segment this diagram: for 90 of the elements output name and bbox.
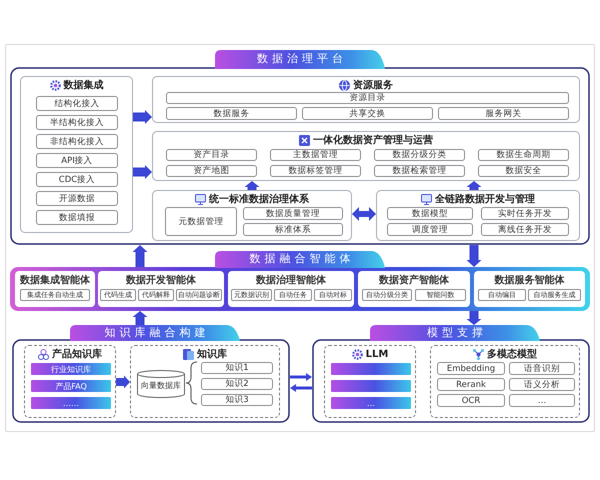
gradient-bar: [331, 380, 411, 392]
arrow: [466, 311, 482, 325]
section-panel: [312, 325, 590, 423]
item-box: 实时任务开发: [481, 207, 569, 220]
card-title: 数据治理智能体: [256, 274, 326, 287]
group-heading: 资源服务: [353, 79, 393, 92]
arrow: [466, 181, 482, 190]
database-cylinder: 向量数据库: [137, 370, 185, 398]
arrow: [290, 384, 312, 392]
group-heading: 一体化数据资产管理与运营: [313, 134, 433, 147]
tab-title: 模型支撑: [426, 325, 487, 340]
item-box: Rerank: [437, 378, 505, 391]
item-box: 非结构化接入: [36, 134, 118, 149]
card-title: 数据开发智能体: [126, 274, 196, 287]
group-box: [20, 76, 133, 233]
arrow: [132, 245, 148, 267]
tab-title: 数据治理平台: [256, 51, 347, 67]
item-box: CDC接入: [36, 172, 118, 187]
item-box: 元数据管理: [165, 207, 237, 236]
dashed-group-box: [430, 345, 580, 418]
arrow: [116, 376, 130, 388]
item-box: 服务网关: [438, 107, 569, 120]
item-box: 资产地图: [166, 165, 257, 177]
item-box: 数据标签管理: [270, 165, 361, 177]
group-heading: LLM: [366, 348, 388, 361]
item-box: 结构化接入: [36, 96, 118, 111]
item-box: 语义分析: [509, 378, 575, 391]
dashed-group-box: [130, 345, 280, 418]
item-box: 离线任务开发: [481, 223, 569, 236]
item-box: 数据安全: [478, 165, 569, 177]
arrow: [290, 373, 312, 381]
item-box: 语音识别: [509, 362, 575, 375]
agent-card: [474, 271, 585, 307]
arrow: [244, 181, 260, 190]
group-box: [152, 76, 580, 123]
group-heading: 多模态模型: [487, 348, 537, 361]
section-panel: [12, 325, 290, 423]
gradient-bar: [331, 363, 411, 375]
item-box: 数据生命周期: [478, 149, 569, 161]
agent-card: [358, 271, 470, 307]
card-title: 数据资产智能体: [379, 274, 449, 287]
item-box: 数据服务: [166, 107, 297, 120]
item-box: 标准体系: [243, 223, 343, 236]
gradient-bar: 行业知识库: [31, 363, 111, 375]
gradient-bar: ……: [31, 397, 111, 409]
item-box: 半结构化接入: [36, 115, 118, 130]
gradient-bar: …: [331, 397, 411, 409]
arrow: [133, 110, 152, 124]
item-box: 调度管理: [387, 223, 473, 236]
dashed-group-box: [24, 345, 116, 418]
item-box: 开源数据: [36, 191, 118, 206]
arrow: [352, 207, 376, 221]
item-box: 数据质量管理: [243, 207, 343, 220]
item-box: 知识2: [201, 378, 273, 390]
item-box: Embedding: [437, 362, 505, 375]
card-title: 数据服务智能体: [494, 274, 564, 287]
item-box: 资源目录: [166, 92, 569, 104]
item-box: 主数据管理: [270, 149, 361, 161]
group-heading: 统一标准数据治理体系: [209, 193, 309, 206]
group-heading: 知识库: [197, 348, 227, 361]
item-box: OCR: [437, 394, 505, 407]
tab-title: 知识库融合构建: [104, 325, 210, 340]
arrow: [132, 311, 148, 325]
agent-card: [15, 271, 95, 307]
group-box: [152, 190, 352, 241]
gradient-bar: 产品FAQ: [31, 380, 111, 392]
group-box: [376, 190, 580, 241]
gradient-band: [10, 251, 590, 311]
item-box: 共享交换: [302, 107, 433, 120]
item-box: 数据分级分类: [374, 149, 465, 161]
item-box: API接入: [36, 153, 118, 168]
item-box: 数据模型: [387, 207, 473, 220]
agent-card: [98, 271, 224, 307]
group-box: [152, 131, 580, 181]
group-heading: 全链路数据开发与管理: [435, 193, 535, 206]
item-box: 资产目录: [166, 149, 257, 161]
item-box: 知识1: [201, 362, 273, 374]
agent-card: [228, 271, 354, 307]
arrow: [133, 165, 152, 179]
item-box: 数据检索管理: [374, 165, 465, 177]
tab-title: 数据融合智能体: [248, 251, 354, 267]
item-box: 数据填报: [36, 210, 118, 225]
item-box: 知识3: [201, 394, 273, 406]
group-heading: 数据集成: [64, 79, 104, 92]
item-box: …: [509, 394, 575, 407]
dashed-group-box: [324, 345, 416, 418]
card-title: 数据集成智能体: [20, 274, 90, 287]
group-heading: 产品知识库: [52, 348, 102, 361]
section-panel: [10, 50, 590, 245]
arrow: [466, 245, 482, 267]
